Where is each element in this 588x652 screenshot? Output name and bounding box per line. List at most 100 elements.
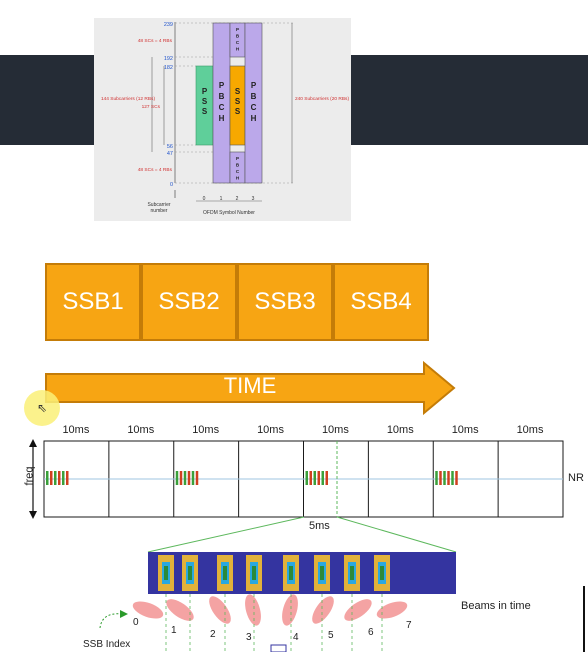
burst-bar (175, 471, 179, 485)
frame-duration-label: 10ms (257, 424, 284, 436)
ssb-center (223, 566, 227, 580)
top-margin-note: 48 SCs = 4 RBs (138, 38, 173, 44)
burst-bar (435, 471, 438, 485)
pbch-2-top-letter: H (236, 47, 239, 52)
beam-lobe (376, 601, 408, 619)
frame-duration-label: 10ms (62, 424, 90, 436)
burst-bar (317, 471, 320, 485)
subcarrier-value-56: 56 (167, 144, 173, 150)
beam-index-number: 5 (328, 630, 334, 641)
zoomed-ssb-block (314, 555, 330, 591)
sss-letter: S (235, 97, 241, 106)
frame-duration-label: 10ms (451, 424, 479, 436)
burst-bar (179, 471, 183, 485)
zoomed-ssb-burst (148, 552, 456, 594)
beams-in-time-label: Beams in time (461, 600, 531, 612)
burst-bar (191, 471, 195, 485)
nr-label: NR (568, 472, 584, 484)
subcarrier-value-239: 239 (164, 22, 173, 28)
beam-index-number: 2 (210, 629, 216, 640)
ssb-burst-marks (46, 471, 458, 485)
subcarrier-value-192: 192 (164, 56, 173, 62)
cursor-highlight (24, 390, 60, 426)
subcarrier-value-182: 182 (164, 65, 173, 71)
ssb-index-label: SSB Index (83, 639, 131, 650)
ssb-burst-mark (175, 471, 199, 485)
ssb-bandwidth-note: 240 Subcarriers (20 RBs) (295, 96, 350, 102)
burst-bar (46, 471, 49, 485)
zoomed-ssb-block (182, 555, 198, 591)
pbch-2-top-letter: C (236, 40, 240, 45)
ssb-center (380, 566, 384, 580)
beam-index-number: 1 (171, 625, 177, 636)
beam-index-number: 7 (406, 620, 412, 631)
ssb-burst-mark (305, 471, 328, 485)
beam-lobe (282, 594, 298, 626)
ssb-block-3: SSB3 (237, 263, 333, 341)
beam-lobe (312, 596, 334, 624)
ssb-center (320, 566, 324, 580)
ssb-structure-diagram: 239 192 182 56 47 0 48 SCs = 4 RBs 144 S… (94, 18, 351, 221)
ssb-center (289, 566, 293, 580)
frame-duration-label: 10ms (192, 424, 220, 436)
ssb-burst-mark (46, 471, 69, 485)
symbol-axis-title: OFDM Symbol Number (203, 210, 255, 216)
beam-lobe (344, 599, 372, 621)
burst-bar (305, 471, 308, 485)
burst-bar (195, 471, 199, 485)
ssb-block-1: SSB1 (45, 263, 141, 341)
burst-bar (62, 471, 65, 485)
freq-axis-label: freq (23, 466, 36, 486)
pbch-3-letter: P (251, 81, 257, 90)
symbol-1-label: 1 (220, 196, 223, 202)
ssb-center (188, 566, 192, 580)
pbch-2-top-letter: P (236, 27, 239, 32)
sss-letter: S (235, 87, 241, 96)
burst-bar (321, 471, 324, 485)
pss-letter: S (202, 107, 208, 116)
frame-timeline-svg (29, 439, 585, 652)
beam-index-number: 6 (368, 627, 374, 638)
zoom-line-right (336, 516, 457, 553)
pbch-1-letter: C (219, 103, 225, 112)
burst-bar (66, 471, 69, 485)
half-frame-label: 5ms (309, 520, 330, 532)
pbch-2-bottom-letter: B (236, 163, 240, 168)
symbol-2-label: 2 (236, 196, 239, 202)
ssb-index-arrow (99, 613, 123, 629)
ssb-structure-svg: 239 192 182 56 47 0 48 SCs = 4 RBs 144 S… (101, 22, 350, 216)
pbch-block-3 (244, 22, 263, 184)
ssb-burst-row: SSB1 SSB2 SSB3 SSB4 (45, 263, 429, 341)
symbol-3-label: 3 (252, 196, 255, 202)
bottom-margin-note: 48 SCs = 4 RBs (138, 167, 173, 173)
beam-lobe (245, 594, 261, 626)
burst-bar (443, 471, 446, 485)
frame-duration-label: 10ms (516, 424, 544, 436)
ssb-center (164, 566, 168, 580)
zoomed-ssb-block (158, 555, 174, 591)
pbch-2-bottom-letter: P (236, 156, 239, 161)
zoomed-ssb-blocks (158, 555, 390, 591)
pss-bandwidth-note: 127 SCs (142, 104, 161, 110)
pbch-3-letter: B (251, 92, 257, 101)
zoom-line-left (147, 516, 305, 553)
subcarrier-value-47: 47 (167, 151, 173, 157)
burst-bar (325, 471, 328, 485)
ssb-center (252, 566, 256, 580)
ssb-center (350, 566, 354, 580)
pbch-1-letter: B (219, 92, 225, 101)
pbch-1-letter: P (219, 81, 225, 90)
burst-bar (183, 471, 187, 485)
frame-duration-label: 10ms (321, 424, 349, 436)
beam-lobe (166, 599, 194, 621)
frame-duration-label: 10ms (386, 424, 414, 436)
time-arrow (45, 360, 456, 416)
small-box-marker (270, 644, 287, 652)
ssb-burst-mark (435, 471, 458, 485)
pbch-bandwidth-note: 144 Subcarriers (12 RBs) (101, 96, 156, 102)
zoomed-ssb-block (374, 555, 390, 591)
pss-letter: P (202, 87, 208, 96)
burst-bar (309, 471, 312, 485)
